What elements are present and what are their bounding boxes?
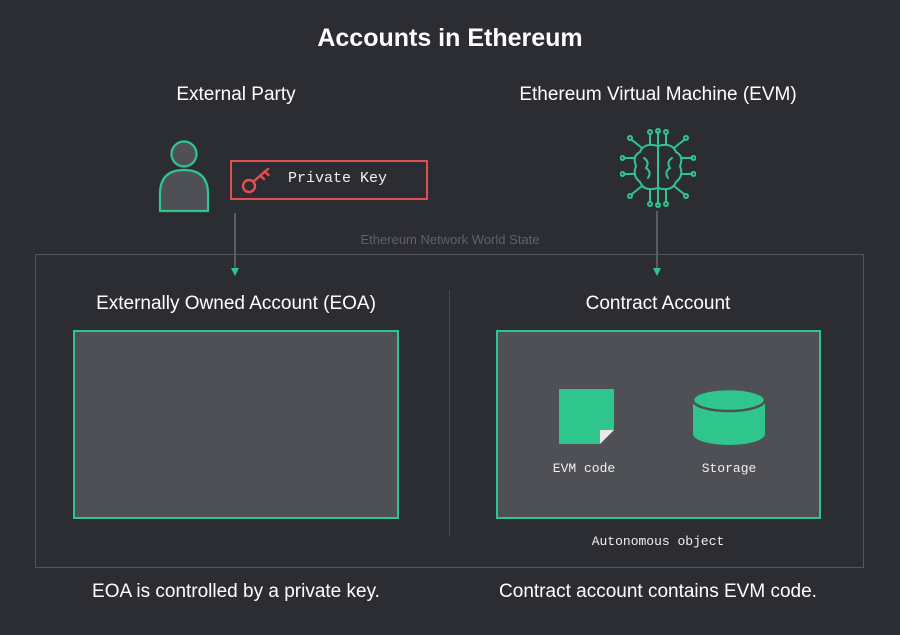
world-state-label: Ethereum Network World State — [360, 232, 540, 247]
brain-circuit-icon — [620, 128, 696, 208]
database-icon — [691, 388, 767, 445]
eoa-box — [73, 330, 399, 519]
eoa-caption: EOA is controlled by a private key. — [92, 581, 380, 602]
external-party-label: External Party — [176, 84, 296, 105]
autonomous-object-label: Autonomous object — [591, 534, 725, 549]
arrowhead-eoa — [231, 268, 239, 276]
evm-code-label: EVM code — [552, 461, 616, 476]
private-key-label: Private Key — [288, 170, 388, 187]
diagram-title: Accounts in Ethereum — [317, 24, 583, 52]
evm-label: Ethereum Virtual Machine (EVM) — [519, 84, 797, 105]
eoa-title: Externally Owned Account (EOA) — [96, 293, 376, 314]
contract-title: Contract Account — [585, 293, 731, 314]
section-divider — [449, 290, 450, 536]
key-icon — [241, 167, 270, 194]
world-state-container — [35, 254, 864, 568]
storage-label: Storage — [701, 461, 757, 476]
document-icon — [559, 389, 614, 444]
arrowhead-contract — [653, 268, 661, 276]
private-key-box — [230, 160, 428, 200]
contract-caption: Contract account contains EVM code. — [499, 581, 817, 602]
person-icon — [158, 140, 210, 213]
connector-arrows — [231, 211, 661, 276]
contract-box — [496, 330, 821, 519]
